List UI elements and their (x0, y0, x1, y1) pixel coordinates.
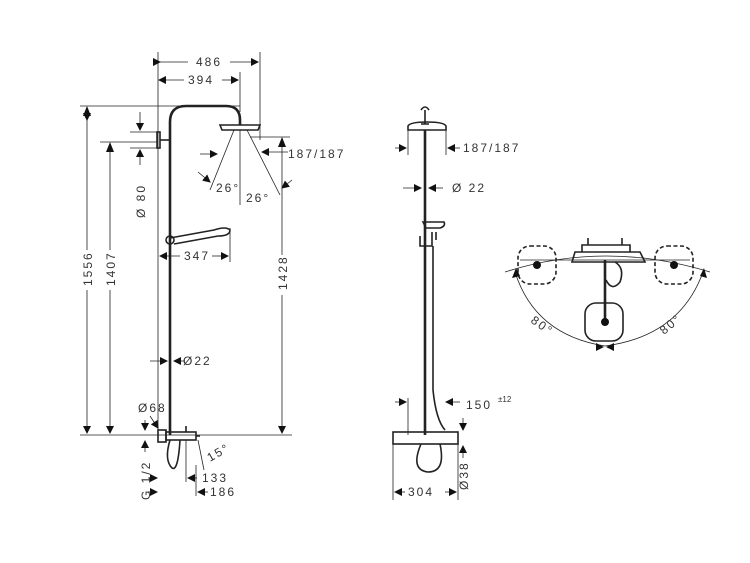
side-dim-304: 304 (408, 485, 434, 499)
side-view: 187/187 Ø 22 150 ±12 Ø38 304 (392, 106, 520, 500)
overhead-shower (218, 124, 262, 131)
mixer-escutcheon (157, 429, 167, 443)
dim-pipe-diameter: Ø22 (183, 354, 212, 368)
swivel-position-right (654, 245, 694, 285)
side-dim-spacing: 150 (466, 398, 492, 412)
dim-1556: 1556 (81, 251, 95, 286)
dim-bracket-diameter: Ø 80 (134, 184, 148, 218)
hand-shower (169, 227, 231, 245)
dim-186: 186 (210, 485, 236, 499)
dim-1428: 1428 (276, 255, 290, 290)
side-dim-pipe-diameter: Ø 22 (452, 181, 486, 195)
side-dim-mixer-diameter: Ø38 (457, 461, 471, 490)
dim-347: 347 (184, 249, 210, 263)
wall-bracket (156, 131, 161, 149)
hose (166, 439, 181, 470)
dim-133: 133 (202, 471, 228, 485)
spray-angle-left: 26° (216, 181, 240, 195)
mixer-top (570, 238, 647, 263)
bath-mixer-side (392, 431, 459, 445)
dim-394: 394 (188, 73, 214, 87)
dim-1407: 1407 (104, 251, 118, 286)
spray-angle-right: 26° (246, 191, 270, 205)
dim-thread: G 1/2 (139, 461, 153, 500)
dim-486: 486 (196, 55, 222, 69)
dim-head-size: 187/187 (288, 147, 345, 161)
shower-pipe (168, 104, 242, 435)
side-dim-head-size: 187/187 (463, 141, 520, 155)
side-dim-tolerance: ±12 (498, 395, 512, 404)
top-view: 80° 80° (504, 238, 711, 351)
overhead-shower-side (407, 121, 447, 131)
hand-shower-side (421, 221, 446, 229)
hose-side (416, 443, 443, 473)
swivel-angle-left: 80° (528, 313, 556, 338)
swivel-position-left (517, 245, 557, 285)
swivel-angle-right: 80° (657, 311, 685, 337)
spout-angle: 15° (205, 440, 233, 464)
front-view: 486 394 187/187 26° 26° 1556 1407 1428 (80, 52, 345, 500)
dim-mixer-diameter: Ø68 (138, 401, 167, 415)
overhead-shower-top (584, 302, 624, 342)
